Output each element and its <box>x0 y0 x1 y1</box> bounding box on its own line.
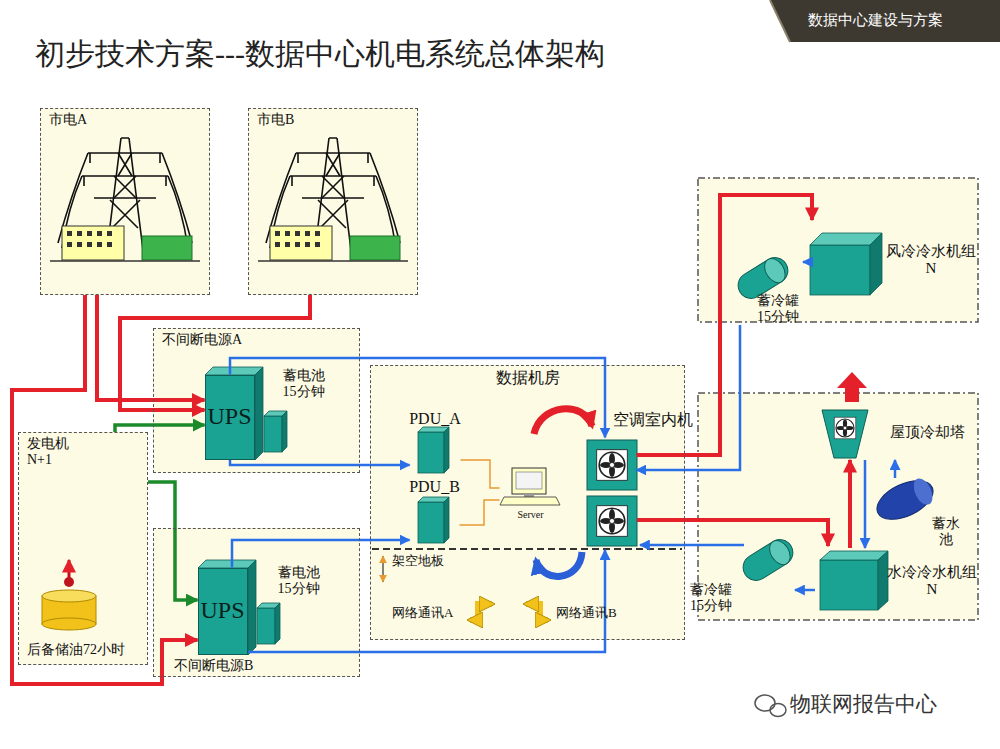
node-text: 不间断电源B <box>174 658 351 674</box>
node-text: 空调室内机 <box>613 411 693 429</box>
connector <box>148 482 198 600</box>
node-text: 水冷冷水机组 N <box>886 564 978 599</box>
title: 初步技术方案---数据中心机电系统总体架构 <box>35 34 605 75</box>
connector <box>894 460 897 478</box>
connector <box>115 425 205 432</box>
server-icon: Server <box>500 465 562 520</box>
ups-box: UPS <box>205 375 255 460</box>
node-text: 风冷冷水机组 N <box>885 243 977 278</box>
note-label: 网络通讯B <box>556 604 617 622</box>
node-text: UPS <box>200 597 244 625</box>
watermark: 物联网报告中心 <box>790 690 937 718</box>
ups-box: UPS <box>198 568 248 655</box>
connector <box>637 325 741 470</box>
supply-region: 市电B <box>248 108 418 295</box>
node-text: 蓄水 池 <box>930 516 962 548</box>
node-text: 蓄电池 15分钟 <box>278 565 330 597</box>
ups-region: 不间断电源B UPS 蓄电池 15分钟 <box>153 528 360 677</box>
node-text: 后备储油72小时 <box>27 642 139 658</box>
battery-box: 蓄电池 15分钟 <box>258 368 335 455</box>
connector <box>97 295 205 400</box>
water-reservoir: 蓄水 池 <box>872 478 962 548</box>
storage-tank: 蓄冷罐 15分钟 <box>686 533 795 614</box>
cooling-tower: 屋顶冷却塔 <box>818 405 965 460</box>
note-label: 架空地板 <box>392 552 444 570</box>
node-text: UPS <box>207 403 251 431</box>
node-text: PDU_B <box>409 478 460 496</box>
note-label: 数据中心建设与方案 <box>808 11 943 30</box>
battery-box: 蓄电池 15分钟 <box>252 565 330 648</box>
node-text: 发电机 N+1 <box>27 436 83 468</box>
node-text: PDU_A <box>409 410 461 428</box>
storage-tank: 蓄冷罐 15分钟 <box>730 250 803 325</box>
pdu-box: PDU_B <box>410 478 460 545</box>
ac-unit: 空调室内机 <box>587 438 637 490</box>
node-text: 屋顶冷却塔 <box>890 424 965 441</box>
connector <box>461 460 500 488</box>
node-text: 市电B <box>257 112 409 128</box>
generator-region: 发电机 N+1 后备储油72小时 <box>18 432 148 665</box>
connector <box>848 460 852 548</box>
node-text: 不间断电源A <box>162 332 351 348</box>
node-text: 蓄冷罐 15分钟 <box>753 293 803 325</box>
data-room-region: 数据机房 PDU_A PDU_B Server 空调室内机 <box>370 365 685 640</box>
supply-region: 市电A <box>40 108 210 295</box>
connector <box>803 261 805 264</box>
node-text: 蓄冷罐 15分钟 <box>686 582 736 614</box>
chiller-box: 风冷冷水机组 N <box>805 220 977 300</box>
node-text: 市电A <box>49 112 201 128</box>
connector <box>230 358 605 438</box>
note-label: 网络通讯A <box>392 604 453 622</box>
chiller-box: 水冷冷水机组 N <box>815 548 978 614</box>
connector <box>795 589 815 592</box>
ups-region: 不间断电源A UPS 蓄电池 15分钟 <box>153 328 360 473</box>
connector <box>230 460 410 466</box>
pdu-box: PDU_A <box>410 410 461 475</box>
node-text: Server <box>517 510 543 520</box>
node-text: 数据机房 <box>496 369 560 387</box>
node-text: 蓄电池 15分钟 <box>283 368 335 400</box>
connector <box>864 460 867 548</box>
connector <box>460 500 500 525</box>
connector <box>232 540 410 568</box>
connector <box>12 295 198 684</box>
